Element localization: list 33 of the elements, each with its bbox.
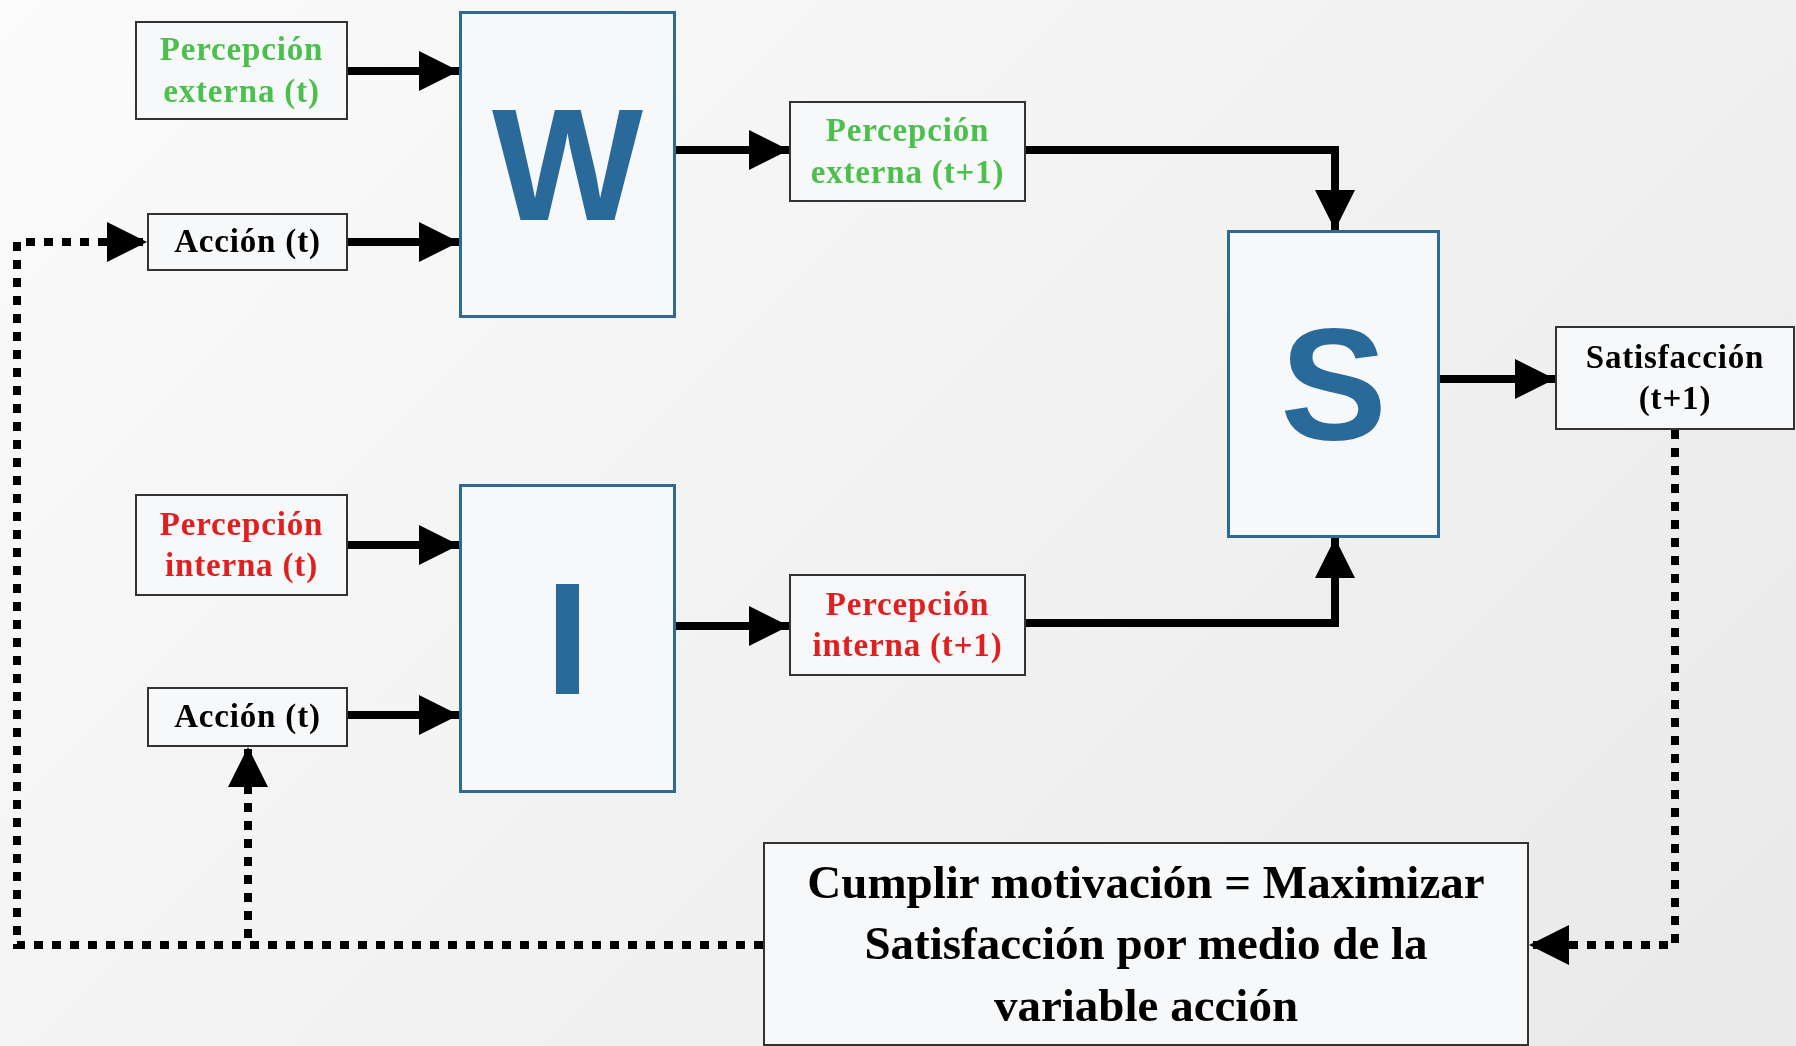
box-label: Satisfacción (t+1) bbox=[1584, 337, 1766, 418]
input-box bbox=[135, 21, 348, 120]
block-letter: W bbox=[492, 84, 643, 245]
arrow bbox=[1529, 430, 1679, 965]
process-block bbox=[459, 11, 676, 318]
goal-text: Cumplir motivación = Maximizar Satisfacción por medio de la variable acción bbox=[806, 855, 1486, 1033]
arrow bbox=[348, 222, 459, 262]
goal-box bbox=[763, 842, 1529, 1046]
arrow bbox=[228, 747, 763, 949]
arrow bbox=[676, 606, 789, 646]
input-box bbox=[147, 687, 348, 747]
box-label: Percepción interna (t) bbox=[158, 504, 325, 585]
box-label: Percepción externa (t+1) bbox=[809, 111, 1006, 192]
output-box bbox=[789, 574, 1026, 676]
output-box bbox=[1555, 326, 1795, 430]
input-box bbox=[135, 494, 348, 596]
arrow bbox=[348, 51, 459, 91]
box-label: Percepción externa (t) bbox=[158, 30, 325, 111]
block-letter: S bbox=[1280, 304, 1387, 464]
arrow bbox=[676, 130, 789, 170]
arrow bbox=[1026, 146, 1355, 230]
process-block bbox=[1227, 230, 1440, 538]
arrow bbox=[348, 525, 459, 565]
input-box bbox=[147, 213, 348, 271]
box-label: Percepción interna (t+1) bbox=[811, 584, 1004, 665]
block-letter: I bbox=[545, 558, 590, 719]
box-label: Acción (t) bbox=[173, 697, 322, 737]
output-box bbox=[789, 101, 1026, 202]
arrow bbox=[1440, 359, 1555, 399]
arrow bbox=[348, 695, 459, 735]
arrow bbox=[1026, 538, 1355, 627]
box-label: Acción (t) bbox=[173, 222, 322, 262]
process-block bbox=[459, 484, 676, 793]
